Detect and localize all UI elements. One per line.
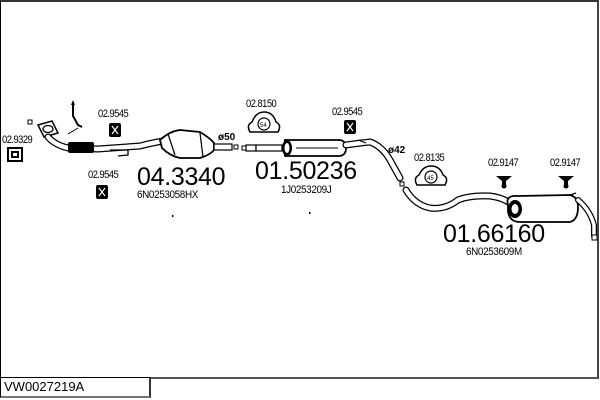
gasket-marker-icon xyxy=(27,119,33,125)
accessory-label-mount-lower: 02.9545 xyxy=(88,169,119,181)
hanger-right-icon xyxy=(558,176,574,189)
middle-pipe-icon xyxy=(241,144,283,152)
middle-silencer-icon xyxy=(282,138,404,182)
stud-bolt-icon xyxy=(67,100,83,135)
accessory-label-hanger-left: 02.9147 xyxy=(488,157,519,169)
catalyst-icon xyxy=(158,129,239,159)
accessory-label-clamp-45: 02.8135 xyxy=(414,152,445,164)
diagram-code-box: VW0027219A xyxy=(0,377,151,398)
oem-number-rear-silencer: 6N0253609M xyxy=(466,246,522,258)
hanger-left-icon xyxy=(496,176,512,189)
accessory-label-mount-front: 02.9545 xyxy=(98,108,129,120)
diagram-frame xyxy=(0,0,599,379)
front-pipe-icon xyxy=(44,133,174,157)
part-number-middle-silencer[interactable]: 01.50236 xyxy=(255,157,357,185)
oem-number-middle-silencer: 1J0253209J xyxy=(281,184,332,196)
connector-icon xyxy=(399,181,405,187)
part-number-front-pipe[interactable]: 04.3340 xyxy=(137,163,226,191)
diameter-label-42: ø42 xyxy=(388,145,406,156)
rubber-mount-front-icon xyxy=(109,123,121,137)
clamp-45-icon: 45 xyxy=(414,165,448,186)
rear-silencer-icon xyxy=(506,192,598,241)
accessory-label-gasket: 02.9329 xyxy=(2,134,33,146)
gasket-icon xyxy=(7,147,23,162)
svg-text:54: 54 xyxy=(260,123,267,129)
rubber-mount-middle-icon xyxy=(344,120,356,134)
flange-icon xyxy=(36,120,60,138)
dot-marker-icon xyxy=(172,215,174,217)
diameter-label-50: ø50 xyxy=(218,132,236,143)
accessory-label-hanger-right: 02.9147 xyxy=(550,157,581,169)
oem-number-front-pipe: 6N0253058HX xyxy=(137,189,199,201)
clamp-54-icon: 54 xyxy=(247,111,281,133)
svg-text:45: 45 xyxy=(427,176,434,182)
rear-pipe-icon xyxy=(402,186,516,212)
rubber-mount-lower-icon xyxy=(96,185,108,199)
dot-marker-icon xyxy=(309,212,311,214)
accessory-label-clamp-54: 02.8150 xyxy=(246,98,277,110)
accessory-label-mount-middle: 02.9545 xyxy=(332,106,363,118)
part-number-rear-silencer[interactable]: 01.66160 xyxy=(443,220,545,248)
diagram-code: VW0027219A xyxy=(4,379,85,394)
